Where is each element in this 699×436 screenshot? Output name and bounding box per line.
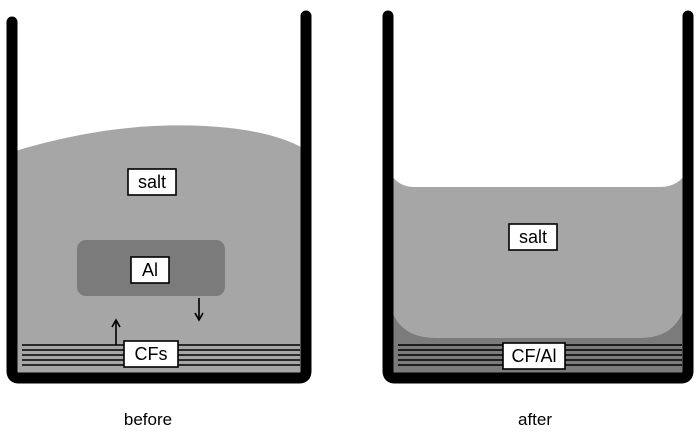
label-cf-al: CF/Al — [502, 342, 566, 370]
svg-text:salt: salt — [519, 227, 547, 247]
crucible-after — [382, 10, 694, 384]
svg-text:Al: Al — [142, 260, 158, 280]
before-panel: salt Al CFs before — [6, 10, 312, 429]
caption-after: after — [518, 410, 552, 429]
svg-text:salt: salt — [138, 172, 166, 192]
salt-melt — [388, 170, 688, 338]
caption-before: before — [124, 410, 172, 429]
arrow-up-icon — [111, 318, 121, 345]
crucible-before — [6, 10, 312, 384]
label-salt-before: salt — [127, 168, 177, 196]
label-salt-after: salt — [508, 223, 558, 251]
arrow-down-icon — [194, 298, 204, 322]
svg-text:CF/Al: CF/Al — [512, 346, 557, 366]
svg-text:CFs: CFs — [135, 344, 168, 364]
after-panel: salt CF/Al after — [382, 10, 694, 429]
label-cfs: CFs — [123, 340, 179, 368]
label-al: Al — [130, 256, 170, 284]
